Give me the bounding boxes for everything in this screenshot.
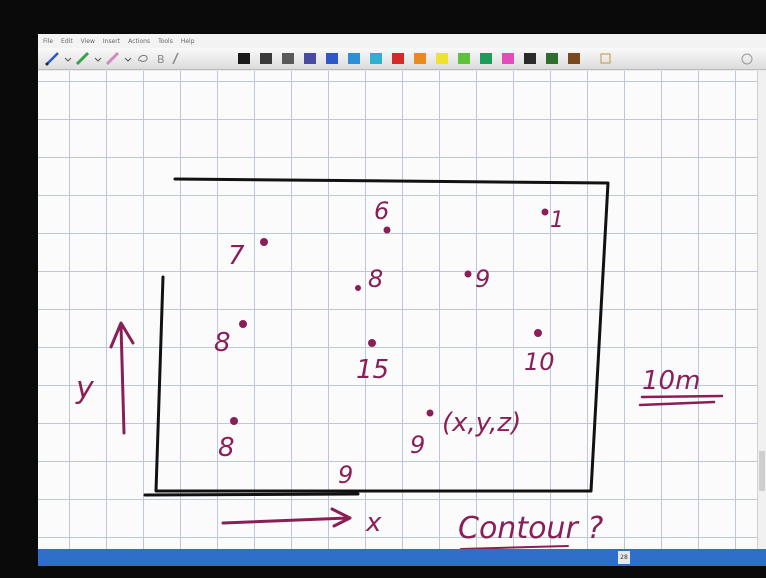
highlighter-tool-icon[interactable] — [74, 51, 92, 66]
color-swatch[interactable] — [546, 53, 558, 64]
color-swatch[interactable] — [282, 53, 294, 64]
point-marker — [260, 238, 268, 246]
point-value-label: 9 — [475, 265, 490, 293]
menu-item-help[interactable]: Help — [180, 37, 195, 45]
scale-label: 10m — [642, 366, 700, 396]
color-swatch[interactable] — [480, 53, 492, 64]
select-tool-icon[interactable] — [598, 51, 614, 66]
color-swatch[interactable] — [304, 53, 316, 64]
menu-item-view[interactable]: View — [80, 37, 95, 45]
point-marker — [383, 226, 391, 234]
ink-layer: 6 1 7 8 9 8 15 10 8 9 9 (x,y,z) x y 10m … — [75, 177, 724, 549]
menu-item-actions[interactable]: Actions — [128, 37, 151, 45]
point-value-label: 7 — [228, 241, 245, 271]
color-swatch[interactable] — [524, 53, 536, 64]
color-swatch[interactable] — [260, 53, 272, 64]
map-border — [154, 177, 610, 493]
whiteboard-canvas[interactable]: 6 1 7 8 9 8 15 10 8 9 9 (x,y,z) x y 10m … — [38, 71, 766, 549]
svg-text:B: B — [157, 53, 165, 66]
menu-item-edit[interactable]: Edit — [61, 37, 73, 45]
point-marker — [534, 329, 542, 337]
menu-bar: File Edit View Insert Actions Tools Help — [38, 34, 766, 48]
color-swatch[interactable] — [348, 53, 360, 64]
eraser-dropdown-icon[interactable] — [124, 51, 132, 66]
color-swatch[interactable] — [458, 53, 470, 64]
status-bar: 28 — [38, 549, 766, 566]
x-axis-arrow-icon — [221, 507, 352, 528]
point-marker — [368, 339, 376, 347]
color-swatch[interactable] — [502, 53, 514, 64]
scrollbar-thumb[interactable] — [759, 451, 765, 491]
point-marker — [426, 409, 434, 417]
menu-item-file[interactable]: File — [43, 37, 54, 45]
point-value-label: 9 — [410, 431, 425, 459]
page-number-indicator[interactable]: 28 — [618, 551, 630, 564]
point-value-label: 15 — [356, 355, 389, 385]
color-swatch[interactable] — [568, 53, 580, 64]
point-value-label: 8 — [218, 433, 235, 463]
pen-toolbar: B — [38, 48, 766, 70]
menu-item-tools[interactable]: Tools — [158, 37, 173, 45]
menu-item-insert[interactable]: Insert — [102, 37, 121, 45]
pen-tool-icon[interactable] — [44, 51, 62, 66]
x-axis-label: x — [365, 508, 382, 538]
scale-underline — [638, 394, 724, 407]
point-marker — [355, 285, 361, 291]
point-value-label: 6 — [374, 197, 389, 225]
color-swatch[interactable] — [326, 53, 338, 64]
contour-underline — [460, 545, 569, 549]
italic-icon[interactable] — [170, 51, 182, 66]
point-value-label: 1 — [550, 208, 564, 233]
pen-dropdown-icon[interactable] — [64, 51, 72, 66]
point-value-label: 8 — [214, 328, 231, 358]
color-swatch[interactable] — [392, 53, 404, 64]
contour-question-label: Contour ? — [458, 511, 603, 546]
point-marker — [230, 417, 238, 425]
page-view-icon[interactable] — [738, 51, 758, 66]
map-border-bottom-extension — [143, 492, 360, 497]
point-marker — [239, 320, 247, 328]
point-coordinates-label: (x,y,z) — [442, 408, 521, 438]
highlighter-dropdown-icon[interactable] — [94, 51, 102, 66]
eraser-tool-icon[interactable] — [104, 51, 122, 66]
point-value-label: 8 — [368, 265, 383, 293]
lasso-tool-icon[interactable] — [136, 51, 150, 66]
bold-icon[interactable]: B — [154, 51, 168, 66]
point-value-label: 9 — [338, 461, 353, 489]
color-swatch[interactable] — [414, 53, 426, 64]
color-swatch[interactable] — [238, 53, 250, 64]
color-swatch[interactable] — [370, 53, 382, 64]
vertical-scrollbar[interactable] — [757, 71, 766, 549]
y-axis-label: y — [75, 371, 95, 406]
point-value-label: 10 — [524, 348, 555, 376]
point-marker — [541, 208, 549, 216]
color-swatch[interactable] — [436, 53, 448, 64]
point-marker — [464, 270, 472, 278]
y-axis-arrow-icon — [109, 321, 135, 435]
whiteboard-app-window: File Edit View Insert Actions Tools Help… — [38, 34, 766, 566]
